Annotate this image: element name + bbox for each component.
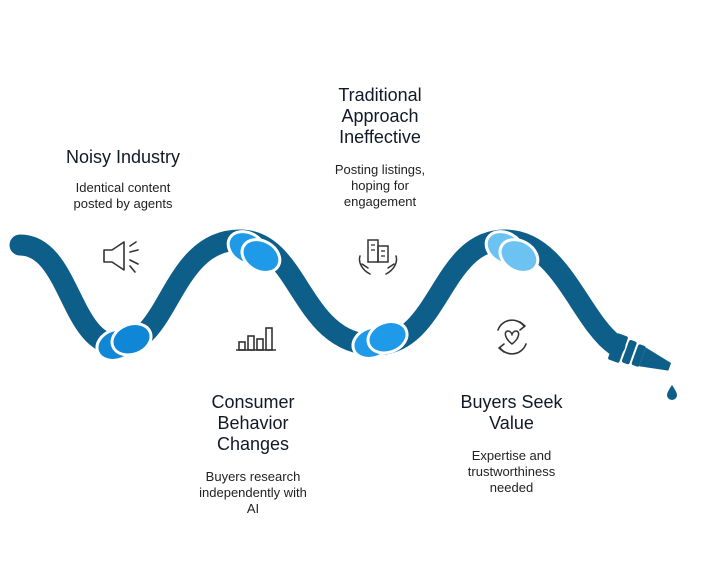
stage-2-title: Consumer Behavior Changes <box>211 392 295 454</box>
stage-3-description: Posting listings, hoping for engagement <box>334 162 426 209</box>
stage-3-title: Traditional Approach Ineffective <box>338 85 422 147</box>
stage-1-description: Identical content posted by agents <box>73 180 173 211</box>
knot-3 <box>351 320 409 360</box>
bar-chart-icon <box>236 327 276 351</box>
stage-1-block: Noisy Industry Identical content posted … <box>48 147 198 212</box>
heart-refresh-icon <box>497 319 527 355</box>
stage-3-block: Traditional Approach Ineffective Posting… <box>305 85 455 210</box>
stage-2-block: Consumer Behavior Changes Buyers researc… <box>178 392 328 517</box>
knot-2 <box>226 230 282 274</box>
stage-4-block: Buyers Seek Value Expertise and trustwor… <box>434 392 589 496</box>
water-drop-icon <box>667 385 677 400</box>
stage-1-title: Noisy Industry <box>65 147 181 167</box>
megaphone-icon <box>103 241 139 273</box>
knot-1 <box>95 322 153 362</box>
nozzle <box>608 333 672 371</box>
knot-4 <box>484 230 540 274</box>
stage-4-description: Expertise and trustworthiness needed <box>467 448 556 495</box>
hands-building-icon <box>358 239 398 275</box>
stage-4-title: Buyers Seek Value <box>460 392 563 433</box>
stage-2-description: Buyers research independently with AI <box>199 469 307 516</box>
